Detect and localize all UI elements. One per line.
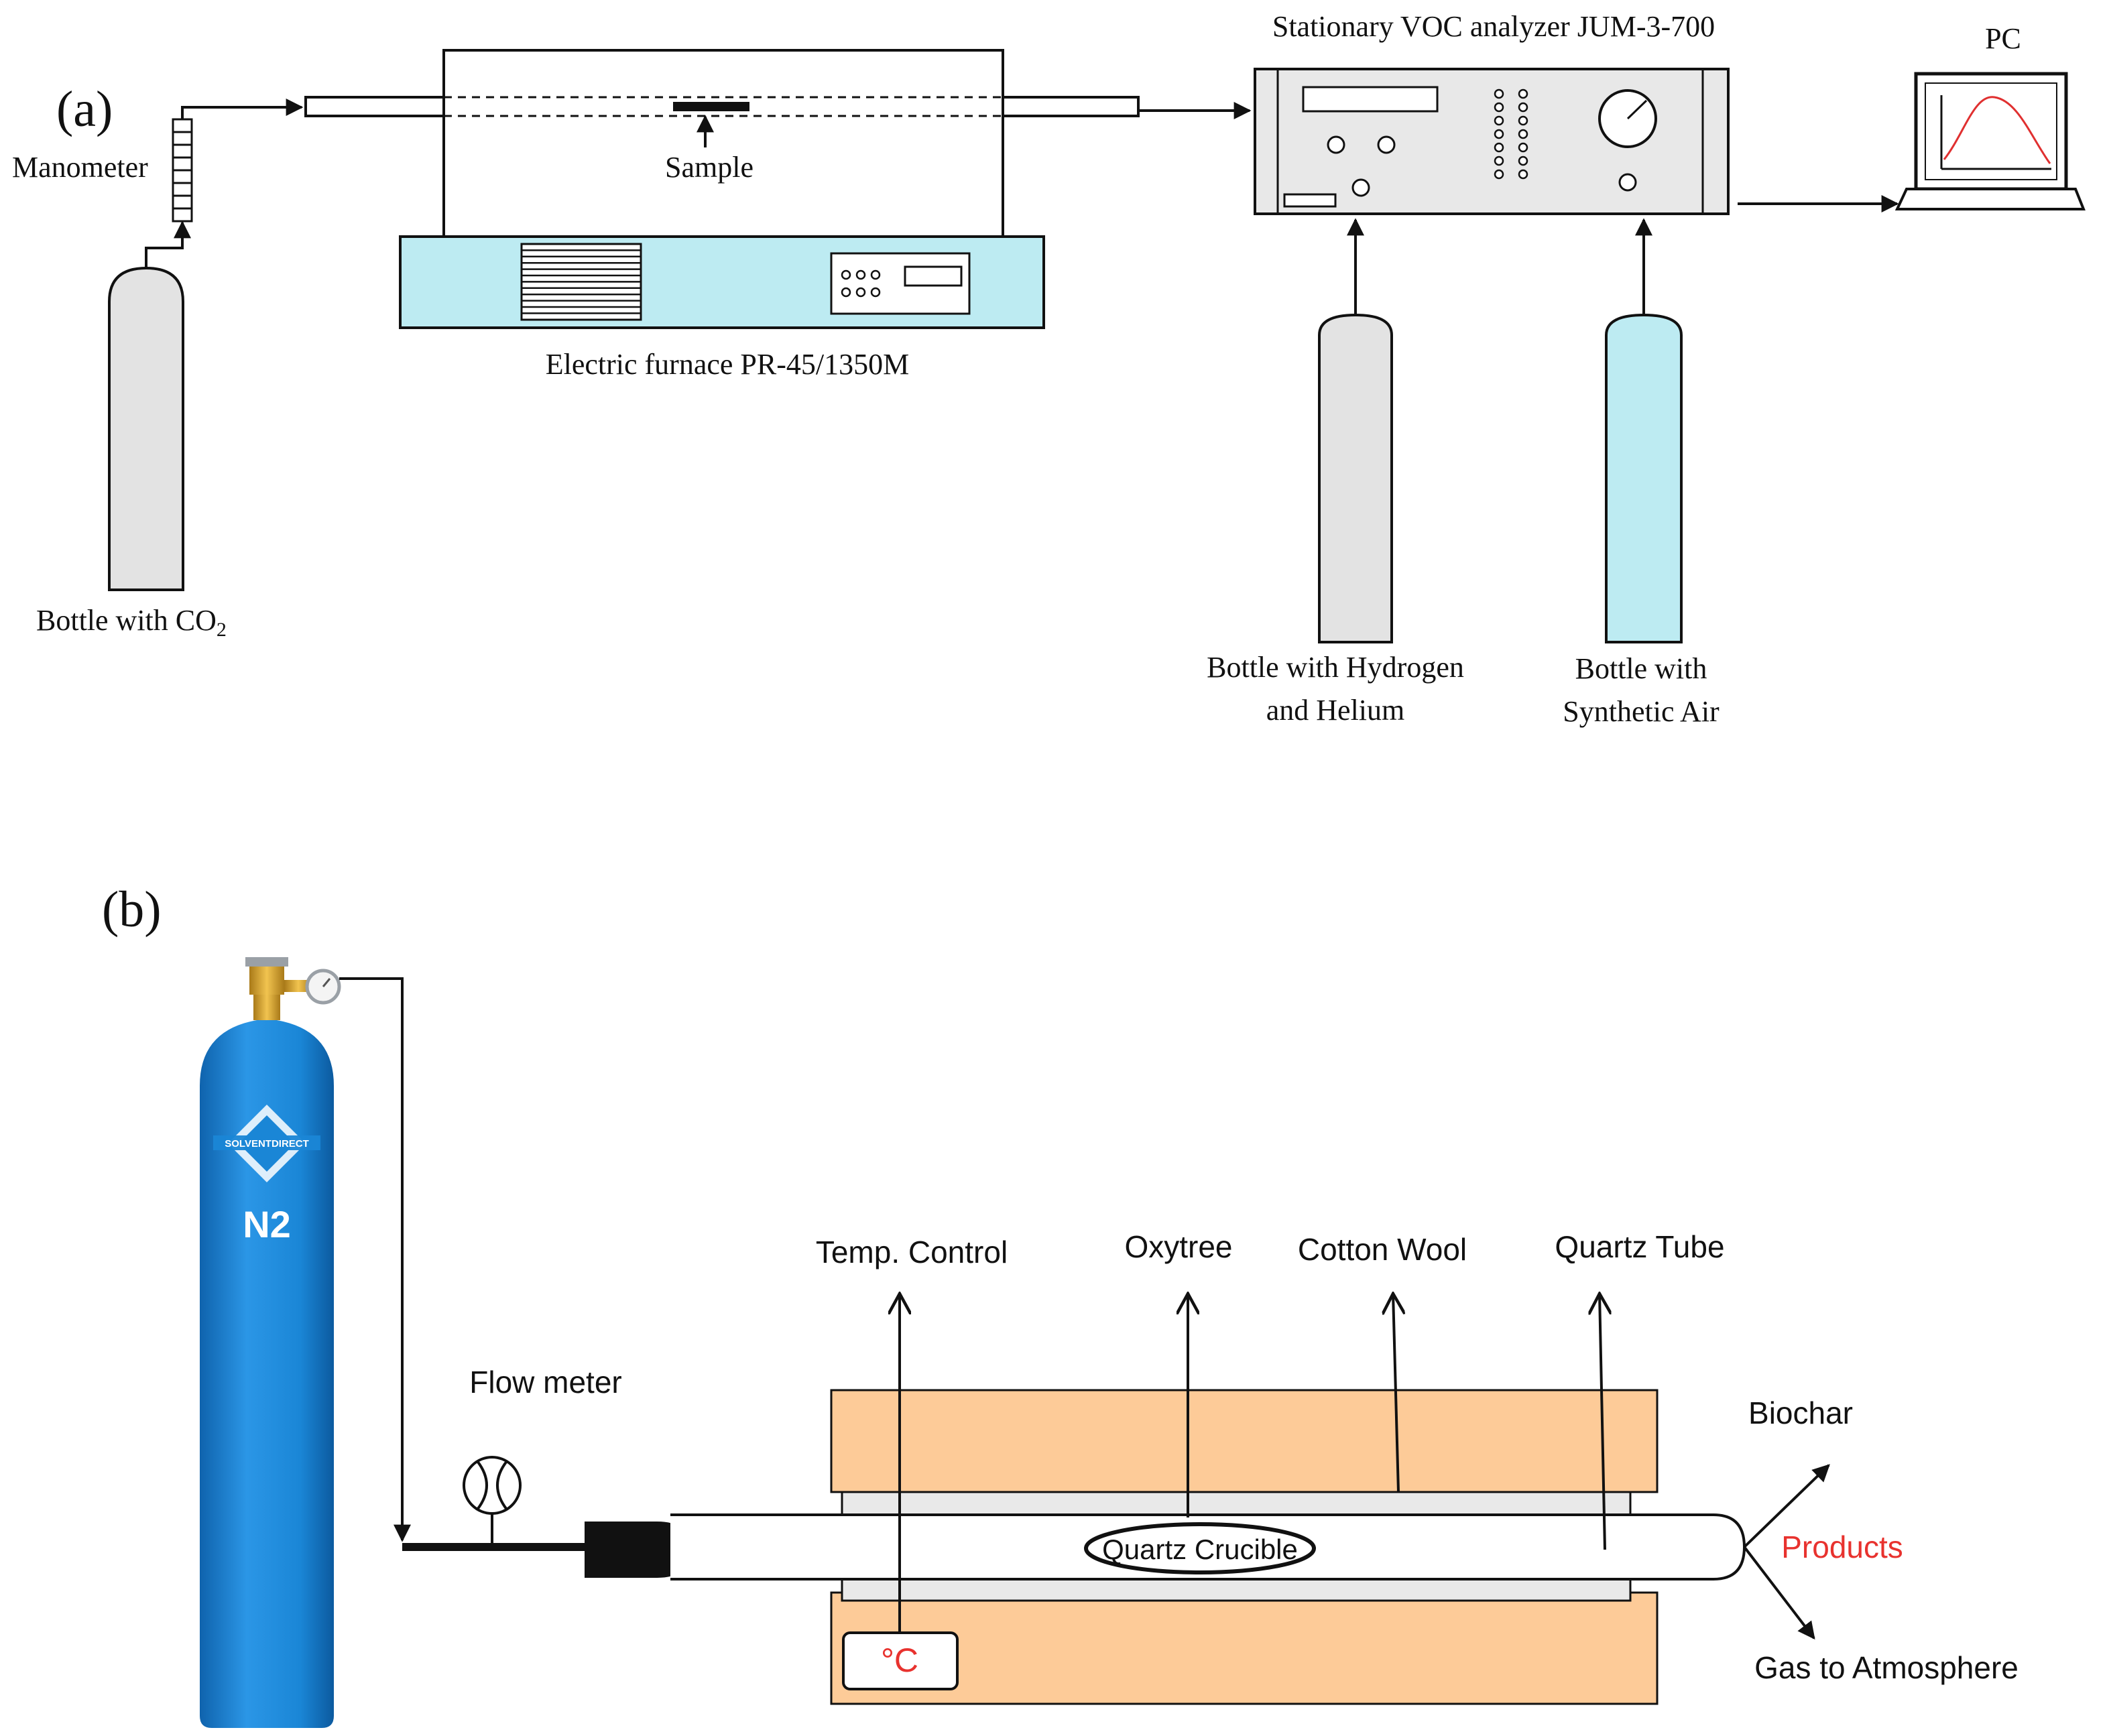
- gas-atmosphere-label: Gas to Atmosphere: [1754, 1650, 2018, 1685]
- control-knob: [855, 287, 866, 298]
- h2-bottle-label-1: Bottle with Hydrogen: [1207, 651, 1464, 684]
- manometer-label: Manometer: [12, 151, 148, 184]
- air-bottle-label-1: Bottle with: [1575, 652, 1707, 685]
- analyzer-button: [1494, 129, 1504, 139]
- products-label: Products: [1781, 1530, 1903, 1564]
- analyzer-button: [1494, 169, 1504, 180]
- furnace-tube-left: [304, 96, 445, 117]
- control-knob: [870, 269, 881, 280]
- analyzer-button: [1494, 102, 1504, 113]
- n2-gas-label: N2: [243, 1203, 291, 1245]
- hydrogen-helium-bottle: [1318, 313, 1393, 643]
- analyzer-button: [1494, 115, 1504, 126]
- oxytree-label: Oxytree: [1124, 1229, 1232, 1264]
- n2-cylinder: SOLVENTDIRECT N2: [200, 957, 341, 1728]
- furnace-vent: [520, 243, 642, 321]
- co2-to-manometer-line: [145, 221, 191, 268]
- control-knob: [870, 287, 881, 298]
- cotton-wool-top: [841, 1491, 1632, 1516]
- analyzer-button: [1494, 142, 1504, 153]
- panel-b: (b) SOLVENTDIRECT N2: [102, 881, 2018, 1728]
- analyzer-button: [1518, 115, 1528, 126]
- cotton-wool-bottom: [841, 1578, 1632, 1602]
- analyzer-button: [1518, 102, 1528, 113]
- tube-stopper: [585, 1522, 690, 1578]
- synthetic-air-bottle: [1605, 313, 1683, 643]
- co2-bottle-label: Bottle with CO2: [36, 604, 227, 641]
- heater-top: [830, 1389, 1659, 1493]
- n2-brand-logo: SOLVENTDIRECT: [213, 1105, 320, 1182]
- biochar-arrow: [1743, 1464, 1830, 1548]
- analyzer-button: [1518, 142, 1528, 153]
- co2-bottle: [108, 266, 184, 591]
- h2-bottle-label-2: and Helium: [1266, 694, 1405, 727]
- temp-unit-label: °C: [881, 1641, 918, 1679]
- sample-boat: [673, 102, 749, 111]
- cotton-wool-label: Cotton Wool: [1298, 1232, 1467, 1267]
- control-knob: [841, 269, 851, 280]
- biochar-label: Biochar: [1748, 1396, 1853, 1430]
- air-bottle-label-2: Synthetic Air: [1563, 695, 1720, 728]
- furnace-chamber: [442, 49, 1004, 238]
- heater-bottom: [830, 1591, 1659, 1705]
- quartz-tube-arrow: [1600, 1294, 1605, 1550]
- manometer-to-tube-line: [181, 99, 304, 119]
- n2-brand-text: SOLVENTDIRECT: [225, 1138, 309, 1150]
- furnace-control-panel: [830, 252, 971, 315]
- furnace-tube-right: [1002, 96, 1140, 117]
- control-knob: [841, 287, 851, 298]
- flow-meter-label: Flow meter: [469, 1365, 621, 1400]
- cotton-wool-arrow: [1393, 1294, 1398, 1493]
- temp-control-label: Temp. Control: [816, 1235, 1008, 1269]
- analyzer-button: [1518, 129, 1528, 139]
- gas-arrow: [1743, 1546, 1815, 1640]
- analyzer-button: [1494, 88, 1504, 99]
- voc-analyzer: [1254, 68, 1730, 215]
- n2-gas-line: [339, 977, 411, 1542]
- pc-laptop: [1894, 72, 2086, 210]
- quartz-tube-label: Quartz Tube: [1555, 1229, 1724, 1264]
- quartz-crucible: [1084, 1522, 1316, 1574]
- analyzer-label: Stationary VOC analyzer JUM-3-700: [1272, 10, 1715, 43]
- sample-label: Sample: [665, 151, 754, 184]
- manometer: [172, 118, 193, 223]
- analyzer-button: [1494, 156, 1504, 166]
- analyzer-button: [1518, 169, 1528, 180]
- panel-a-label: (a): [56, 81, 113, 137]
- pc-label: PC: [1985, 22, 2021, 55]
- quartz-crucible-label: Quartz Crucible: [1102, 1534, 1298, 1565]
- analyzer-button: [1518, 156, 1528, 166]
- flow-meter: [463, 1456, 522, 1547]
- panel-b-label: (b): [102, 881, 162, 938]
- furnace-label: Electric furnace PR-45/1350M: [546, 348, 910, 381]
- svg-text:Bottle with CO2: Bottle with CO2: [36, 604, 227, 641]
- control-knob: [855, 269, 866, 280]
- panel-a: (a) Bottle with CO2 Manometer Sample: [12, 10, 2086, 728]
- analyzer-button: [1518, 88, 1528, 99]
